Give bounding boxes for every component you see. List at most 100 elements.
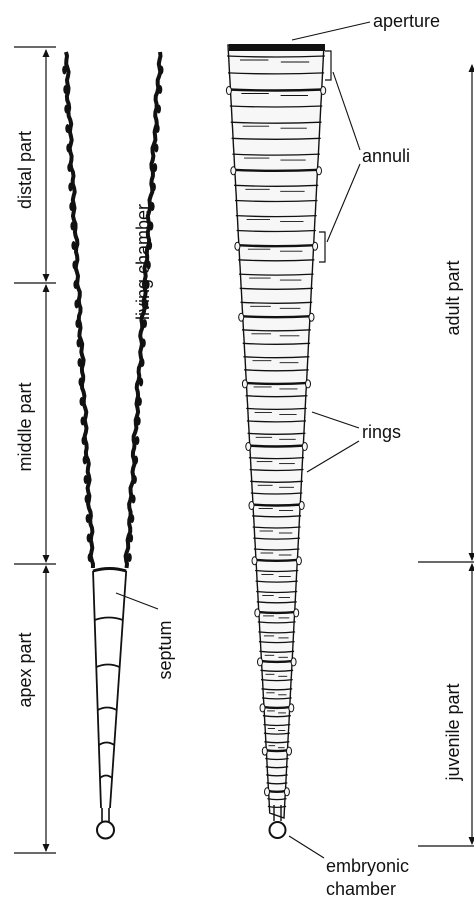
embryonic-chamber-left (97, 822, 114, 839)
wall-bump (64, 105, 68, 114)
ring-bulge (289, 704, 294, 712)
wall-bump (65, 124, 69, 133)
left-dim-2 (43, 565, 50, 852)
septum-1 (95, 618, 123, 621)
wall-bump (63, 85, 67, 94)
ring-bulge (226, 87, 231, 95)
embryonic-chamber-right (270, 822, 286, 838)
wall-bump (131, 495, 135, 504)
label-aperture: aperture (373, 12, 440, 30)
ring-bulge (239, 313, 244, 321)
wall-bump (134, 456, 138, 465)
leader-aperture (292, 22, 370, 40)
apex-wall-l (93, 571, 101, 808)
annulus (265, 750, 289, 751)
ring-bulge (317, 167, 322, 175)
wall-bump (86, 514, 90, 523)
wall-bump (88, 553, 92, 562)
wall-bump (159, 66, 163, 75)
wall-bump (130, 514, 134, 523)
leader-annuli-top (333, 72, 360, 150)
wall-bump (82, 436, 86, 445)
ring-bulge (296, 557, 301, 565)
label-middle-part: middle part (16, 382, 34, 471)
annulus (263, 707, 292, 708)
ring-bulge (252, 557, 257, 565)
wall-bump (75, 319, 79, 328)
annuli-bracket-mid (319, 232, 325, 262)
ring-bulge (255, 609, 260, 617)
wall-bump (78, 358, 82, 367)
wall-bump (141, 339, 145, 348)
wall-bump (127, 553, 131, 562)
label-adult-part: adult part (444, 260, 462, 335)
aperture-rim (229, 44, 325, 51)
label-annuli: annuli (362, 147, 410, 165)
wall-bump (129, 534, 133, 543)
wall-bump (140, 358, 144, 367)
ring-bulge (258, 658, 263, 666)
label-juvenile-part: juvenile part (444, 683, 462, 780)
wall-bump (71, 241, 75, 250)
ring-bulge (309, 313, 314, 321)
ring-bulge (242, 380, 247, 388)
wall-bump (85, 495, 89, 504)
leader-rings-top (312, 412, 359, 428)
right-dim-juvenile (469, 563, 474, 845)
wall-bump (83, 456, 87, 465)
wall-bump (81, 417, 85, 426)
annulus (241, 316, 311, 317)
shell-body (228, 45, 324, 818)
label-apex-part: apex part (16, 632, 34, 707)
wall-bump (72, 261, 76, 270)
leader-rings-bottom (307, 441, 359, 472)
right-dim-adult (469, 64, 474, 561)
ring-bulge (265, 788, 270, 796)
annuli-bracket-top (325, 51, 331, 80)
wall-bump (62, 66, 66, 75)
ring-bulge (287, 747, 292, 755)
leader-septum (116, 593, 158, 609)
wall-bump (135, 436, 139, 445)
annulus (255, 560, 299, 561)
wall-bump (67, 163, 71, 172)
ring-bulge (291, 658, 296, 666)
label-chamber: chamber (326, 880, 396, 898)
annulus (245, 383, 308, 384)
septum-3 (98, 708, 117, 711)
wall-bump (80, 397, 84, 406)
annulus (257, 612, 296, 613)
shell-cross-section (62, 52, 163, 839)
wall-l (66, 52, 93, 568)
label-septum: septum (156, 620, 174, 679)
wall-bump (158, 85, 162, 94)
ring-bulge (249, 502, 254, 510)
ring-bulge (262, 747, 267, 755)
wall-bump (74, 300, 78, 309)
septum-2 (96, 665, 119, 668)
wall-bump (136, 417, 140, 426)
wall-bump (87, 534, 91, 543)
left-dim-1 (43, 284, 50, 563)
annulus (233, 170, 319, 171)
leader-embryonic (289, 836, 324, 858)
wall-bump (153, 163, 157, 172)
wall-bump (70, 222, 74, 231)
ring-bulge (246, 443, 251, 451)
wall-bump (152, 183, 156, 192)
label-rings: rings (362, 423, 401, 441)
ring-bulge (260, 704, 265, 712)
ring-bulge (302, 443, 307, 451)
annulus (237, 245, 315, 246)
ring-bulge (306, 380, 311, 388)
ring-bulge (235, 242, 240, 250)
ring-bulge (284, 788, 289, 796)
label-living-chamber: living chamber (134, 204, 152, 320)
ring-bulge (299, 502, 304, 510)
wall-bump (157, 105, 161, 114)
wall-bump (68, 183, 72, 192)
septum-0 (93, 569, 126, 572)
ring-bulge (321, 87, 326, 95)
